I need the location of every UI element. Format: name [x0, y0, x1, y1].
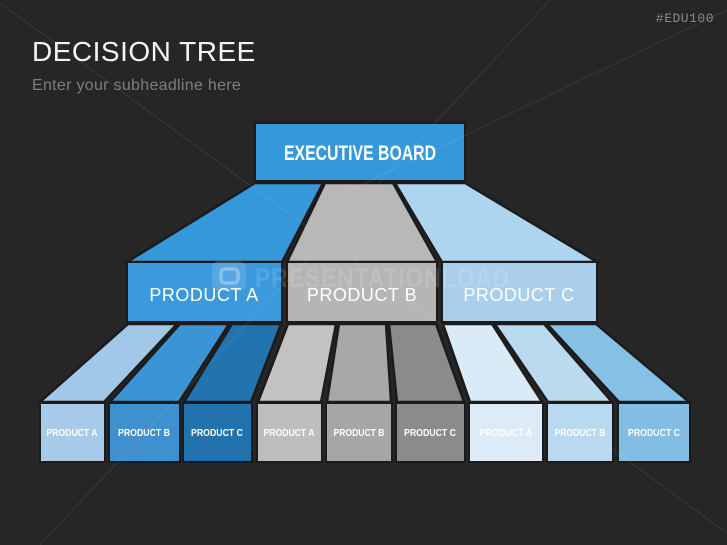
leaf-c-product-b-label: PRODUCT B	[555, 427, 606, 439]
leaf-c-product-c-label: PRODUCT C	[628, 427, 680, 439]
connector-b2	[325, 322, 393, 404]
leaf-a-product-c-label: PRODUCT C	[191, 427, 243, 439]
leaf-a-product-c	[182, 402, 253, 463]
watermark-logo-icon	[212, 261, 246, 291]
leaf-a-product-b	[108, 402, 181, 463]
node-executive-board-label: EXECUTIVE BOARD	[284, 142, 436, 165]
slide-code-tag: #EDU100	[655, 11, 714, 26]
page-title: DECISION TREE	[32, 36, 256, 67]
watermark-text: PRESENTATIONLOAD	[255, 263, 510, 293]
node-product-a	[126, 261, 283, 323]
node-product-b-label: PRODUCT B	[307, 285, 417, 305]
leaf-b-product-b-label: PRODUCT B	[334, 427, 385, 439]
leaf-b-product-c	[395, 402, 466, 463]
decor-diagonal-line	[329, 9, 727, 201]
leaf-a-product-a-label: PRODUCT A	[47, 427, 98, 439]
leaf-c-product-b	[546, 402, 614, 463]
leaf-a-product-b-label: PRODUCT B	[118, 427, 170, 439]
node-product-c-label: PRODUCT C	[463, 285, 574, 305]
leaf-a-product-a	[39, 402, 106, 463]
page-subtitle: Enter your subheadline here	[32, 77, 242, 94]
leaf-b-product-c-label: PRODUCT C	[404, 427, 456, 439]
node-executive-board	[254, 122, 466, 182]
leaf-c-product-a	[468, 402, 544, 463]
node-product-c	[441, 261, 598, 323]
decor-diagonal-line	[39, 0, 551, 545]
leaf-b-product-a	[256, 402, 323, 463]
leaf-c-product-a-label: PRODUCT A	[480, 427, 533, 439]
leaf-c-product-c	[617, 402, 691, 463]
leaf-b-product-a-label: PRODUCT A	[264, 427, 315, 439]
decor-diagonal-line	[0, 2, 727, 534]
watermark-logo-icon-inner	[219, 267, 240, 285]
watermark: PRESENTATIONLOAD	[212, 261, 510, 293]
node-product-b	[286, 261, 438, 323]
node-product-a-label: PRODUCT A	[149, 285, 258, 305]
leaf-b-product-b	[325, 402, 393, 463]
